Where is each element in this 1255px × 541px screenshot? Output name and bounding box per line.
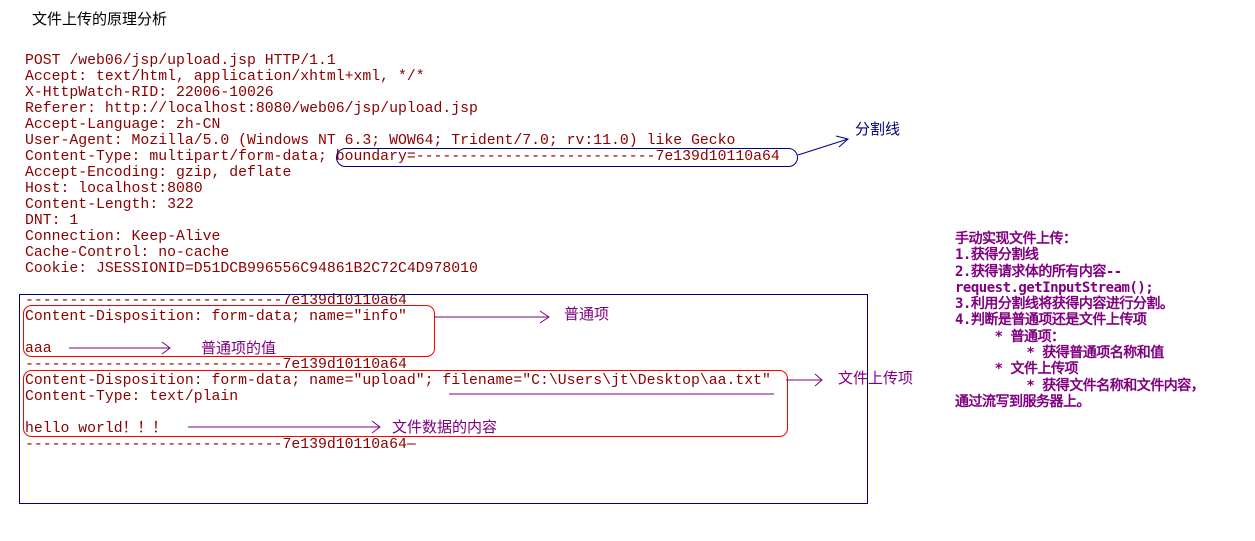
note-line: 手动实现文件上传：: [955, 231, 1077, 247]
body-line: Content-Disposition: form-data; name="in…: [25, 309, 407, 325]
body-line: aaa: [25, 341, 52, 357]
request-headers: POST /web06/jsp/upload.jsp HTTP/1.1 Acce…: [25, 53, 780, 277]
header-line: Content-Type: multipart/form-data; bound…: [25, 149, 780, 165]
note-line: * 获得文件名称和文件内容，: [955, 377, 1205, 394]
note-line: 3.利用分割线将获得内容进行分割。: [955, 296, 1174, 313]
normal-item-label: 普通项: [564, 305, 610, 323]
arrowhead-icon: [161, 341, 171, 355]
implementation-notes: 手动实现文件上传： 1.获得分割线 2.获得请求体的所有内容-- request…: [955, 231, 1205, 410]
boundary-arrow: [797, 138, 849, 156]
arrowhead-icon: [814, 373, 823, 387]
header-line: Connection: Keep-Alive: [25, 229, 221, 245]
file-item-label: 文件上传项: [838, 369, 914, 387]
normal-item-box: [23, 305, 435, 357]
header-line: Accept: text/html, application/xhtml+xml…: [25, 69, 425, 85]
header-line: Cookie: JSESSIONID=D51DCB996556C94861B2C…: [25, 261, 478, 277]
note-line: 1.获得分割线: [955, 247, 1039, 264]
header-line: POST /web06/jsp/upload.jsp HTTP/1.1: [25, 53, 336, 69]
normal-value-label: 普通项的值: [201, 339, 277, 357]
body-line: hello world！！！: [25, 421, 168, 437]
header-line: DNT: 1: [25, 213, 79, 229]
note-line: * 普通项：: [955, 328, 1065, 345]
body-line: Content-Type: text/plain: [25, 389, 239, 405]
header-line: User-Agent: Mozilla/5.0 (Windows NT 6.3;…: [25, 133, 736, 149]
header-line: Accept-Encoding: gzip, deflate: [25, 165, 292, 181]
header-line: Host: localhost:8080: [25, 181, 203, 197]
note-line: 2.获得请求体的所有内容--: [955, 263, 1122, 280]
body-line: -----------------------------7e139d10110…: [25, 357, 407, 373]
arrowhead-icon: [539, 310, 550, 324]
body-frame: [19, 294, 868, 504]
boundary-ellipse: [336, 148, 798, 167]
note-line: request.getInputStream();: [955, 279, 1154, 296]
header-line: X-HttpWatch-RID: 22006-10026: [25, 85, 274, 101]
note-line: 4.判断是普通项还是文件上传项: [955, 312, 1147, 329]
note-line: 通过流写到服务器上。: [955, 393, 1091, 410]
arrowhead-icon: [371, 420, 381, 434]
note-line: * 文件上传项: [955, 361, 1079, 378]
note-line: * 获得普通项名称和值: [955, 345, 1164, 362]
header-line: Accept-Language: zh-CN: [25, 117, 221, 133]
diagram-title: 文件上传的原理分析: [32, 10, 168, 28]
body-line: Content-Disposition: form-data; name="up…: [25, 373, 771, 389]
arrowhead-icon: [835, 135, 850, 148]
boundary-label: 分割线: [855, 120, 901, 138]
body-line: -----------------------------7e139d10110…: [25, 437, 416, 453]
header-line: Content-Length: 322: [25, 197, 194, 213]
file-content-label: 文件数据的内容: [392, 418, 498, 436]
header-line: Referer: http://localhost:8080/web06/jsp…: [25, 101, 478, 117]
file-item-box: [23, 370, 788, 437]
header-line: Cache-Control: no-cache: [25, 245, 230, 261]
